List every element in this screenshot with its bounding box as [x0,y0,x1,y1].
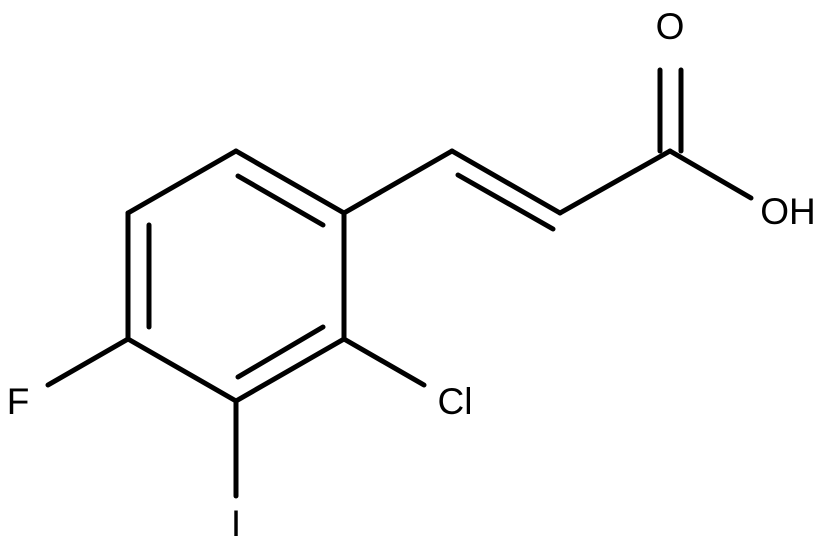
oxygen-carbonyl-label: O [656,6,685,47]
ring-bond-c4-c5 [125,336,239,404]
chlorine-label: Cl [438,381,473,422]
bonds [45,67,754,499]
bond-cb-ccarboxyl [557,148,673,216]
ring-double-bond-c5-c6-inner [235,324,326,380]
vinyl-bond-c1-ca [341,148,455,216]
vinyl-double-bond-ca-cb [449,148,563,216]
ring-double-bond-c1-c2-inner [235,173,326,228]
atom-labels: O OH Cl F I [7,6,816,544]
ring-bond-c2-c3 [125,148,239,216]
fluorine-label: F [7,381,30,422]
cl-bond [341,336,427,388]
vinyl-double-bond-ca-cb-inner [455,172,556,232]
f-bond [45,336,131,388]
ring-bond-c5-c6 [233,336,347,404]
hydroxyl-label: OH [760,191,816,232]
carboxyl-oh-bond [667,148,754,201]
iodine-label: I [231,503,241,544]
ring-bond-c1-c2 [233,148,347,216]
